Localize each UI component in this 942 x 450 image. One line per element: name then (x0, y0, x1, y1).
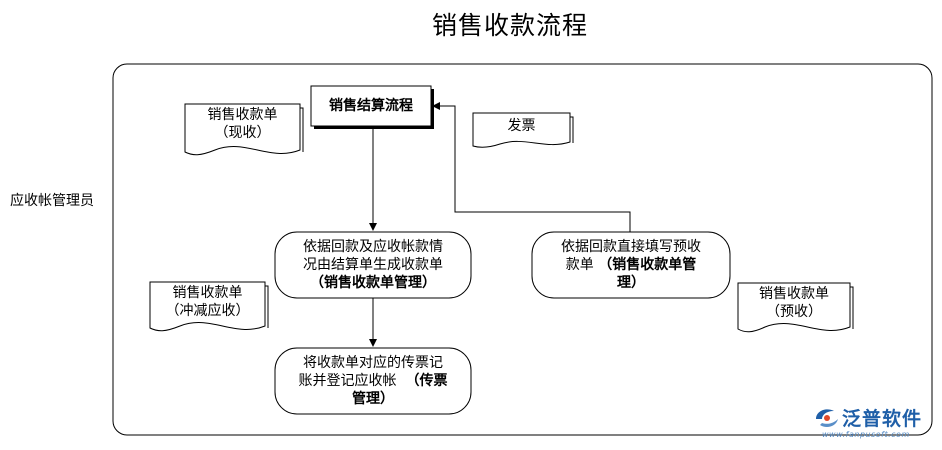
bill-posting-line3: 管理） (352, 391, 394, 407)
doc-offset: 销售收款单 （冲减应收） (150, 284, 265, 320)
doc-offset-shadow (265, 285, 269, 328)
page-title: 销售收款流程 (431, 11, 588, 40)
doc-prepay: 销售收款单 （预收） (738, 285, 850, 321)
doc-offset-shape (149, 281, 266, 332)
doc-cash-shadow (300, 107, 304, 152)
prepay-receipt-line3: 理） (617, 275, 645, 291)
doc-invoice-shape (472, 112, 571, 148)
brand-logo: 泛普软件 (812, 404, 922, 431)
bill-posting-node: 将收款单对应的传票记 账并登记应收帐 （传票 管理） (275, 348, 471, 414)
doc-prepay-shape (737, 282, 851, 333)
role-label: 应收帐管理员 (10, 193, 94, 209)
logo-mark-icon (816, 408, 838, 427)
doc-prepay-line2: （预收） (766, 304, 822, 320)
settlement-box (310, 85, 432, 127)
logo-text: 泛普软件 (842, 408, 923, 430)
generate-receipt-line2: 况由结算单生成收款单 (303, 257, 443, 273)
settlement-label: 销售结算流程 (329, 98, 413, 114)
doc-invoice: 发票 (473, 117, 570, 135)
settlement-node: 销售结算流程 (311, 86, 431, 126)
doc-cash-line2: （现收） (214, 125, 271, 141)
prepay-receipt-line2-bold: （销售收款单管 (598, 257, 697, 273)
swimlane-frame (112, 63, 933, 436)
doc-prepay-line1: 销售收款单 (759, 286, 829, 302)
generate-receipt-node: 依据回款及应收帐款情 况由结算单生成收款单 （销售收款单管理） (275, 232, 471, 298)
doc-offset-line2: （冲减应收） (165, 303, 250, 319)
logo-url: www.fanpusoft.com (822, 430, 910, 439)
bill-posting-box (274, 347, 472, 415)
generate-receipt-line3: （销售收款单管理） (310, 275, 436, 291)
prepay-receipt-node: 依据回款直接填写预收 款单 （销售收款单管 理） (532, 232, 730, 298)
doc-cash: 销售收款单 （现收） (185, 106, 300, 142)
doc-invoice-shadow (570, 116, 574, 143)
bill-posting-line1: 将收款单对应的传票记 (303, 355, 443, 371)
bill-posting-line2-bold: （传票 (405, 373, 448, 389)
doc-cash-shape (184, 103, 301, 156)
generate-receipt-line1: 依据回款及应收帐款情 (303, 239, 443, 255)
doc-invoice-line1: 发票 (507, 118, 536, 134)
arrow-prepay-to-settlement (432, 102, 631, 232)
doc-cash-line1: 销售收款单 (207, 107, 278, 123)
bill-posting-line2: 账并登记应收帐 (298, 373, 397, 389)
prepay-receipt-line1: 依据回款直接填写预收 (561, 239, 701, 255)
doc-offset-line1: 销售收款单 (172, 285, 243, 301)
prepay-receipt-box (531, 231, 731, 299)
prepay-receipt-line2: 款单 (565, 257, 594, 273)
doc-prepay-shadow (850, 286, 854, 329)
